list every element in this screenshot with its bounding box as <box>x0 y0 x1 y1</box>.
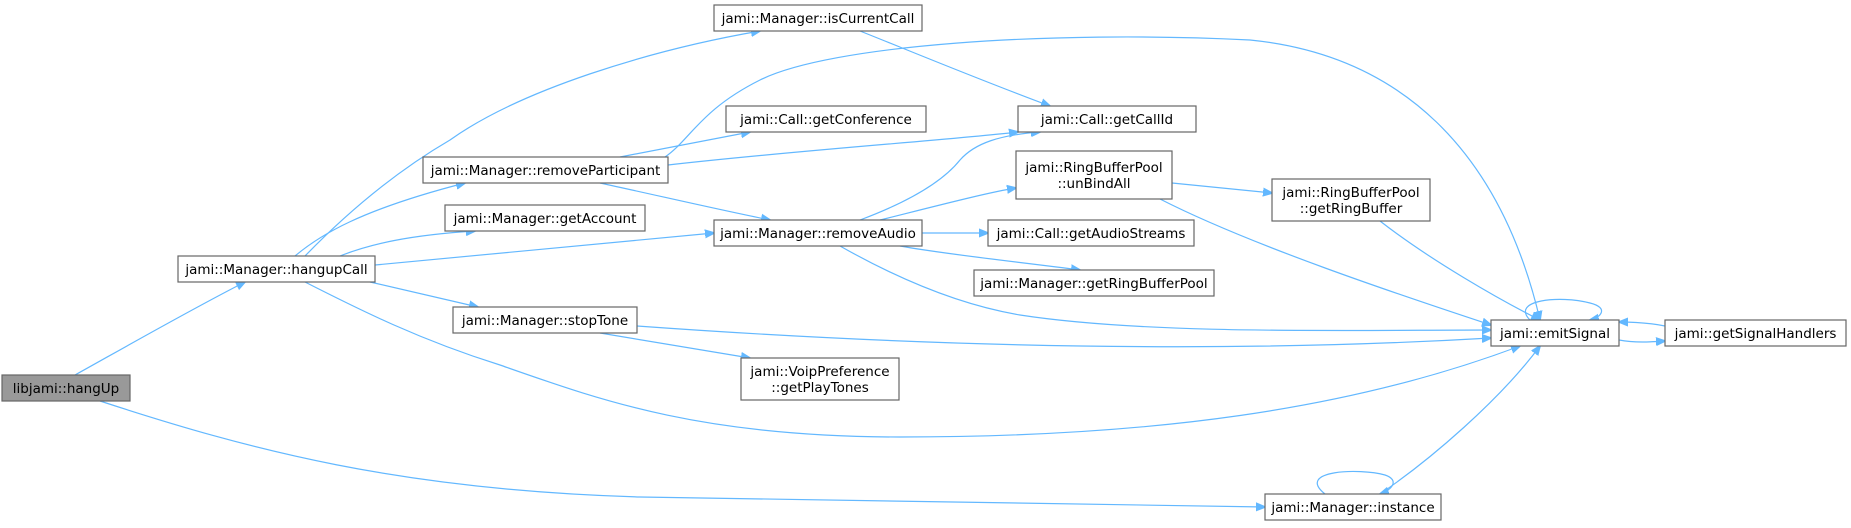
edge-removeParticipant-to-removeAudio <box>599 182 770 220</box>
edge-instance-to-instance <box>1316 470 1394 494</box>
node-stopTone[interactable]: jami::Manager::stopTone <box>452 306 638 334</box>
node-box <box>452 306 638 334</box>
edge-stopTone-to-emitSignal <box>636 325 1491 348</box>
node-label: ::unBindAll <box>1057 176 1130 192</box>
node-label: jami::VoipPreference <box>749 364 889 380</box>
call-nodes: libjami::hangUp jami::Manager::hangupCall… <box>1 4 1847 521</box>
node-label: jami::Call::getCallId <box>1040 112 1173 128</box>
edge-hangupCall-to-emitSignal <box>304 281 1520 438</box>
edge-hangupCall-to-removeAudio <box>374 233 714 266</box>
node-box <box>1017 105 1197 133</box>
edge-hangUp-to-hangupCall <box>74 282 245 376</box>
node-label: jami::Manager::removeParticipant <box>430 163 661 179</box>
node-box <box>1264 493 1442 521</box>
edge-getRingBuffer-to-emitSignal <box>1379 220 1540 320</box>
node-label: jami::Call::getAudioStreams <box>996 226 1186 242</box>
node-getAudioStreams[interactable]: jami::Call::getAudioStreams <box>987 219 1195 247</box>
node-label: jami::Manager::getRingBufferPool <box>979 276 1207 292</box>
edge-emitSignal-to-getSignalHandlers <box>1618 340 1665 342</box>
node-label: jami::Manager::instance <box>1270 500 1434 516</box>
node-label: jami::Call::getConference <box>739 112 912 128</box>
edge-stopTone-to-getPlayTones <box>599 332 750 358</box>
node-instance[interactable]: jami::Manager::instance <box>1264 493 1442 521</box>
node-getSignalHandlers[interactable]: jami::getSignalHandlers <box>1664 319 1847 347</box>
edge-removeAudio-to-getRingBufferPool <box>899 245 1080 270</box>
node-hangupCall[interactable]: jami::Manager::hangupCall <box>177 255 376 283</box>
node-isCurrentCall[interactable]: jami::Manager::isCurrentCall <box>713 4 923 32</box>
edge-removeParticipant-to-emitSignal <box>664 36 1540 320</box>
node-box <box>713 219 923 247</box>
node-label: jami::Manager::stopTone <box>461 313 628 329</box>
edge-hangupCall-to-getAccount <box>339 231 475 257</box>
node-removeAudio[interactable]: jami::Manager::removeAudio <box>713 219 923 247</box>
edge-removeParticipant-to-getConference <box>619 132 750 158</box>
node-box <box>740 357 900 401</box>
node-getRingBufferPool[interactable]: jami::Manager::getRingBufferPool <box>973 269 1215 297</box>
node-getPlayTones[interactable]: jami::VoipPreference::getPlayTones <box>740 357 900 401</box>
call-edges <box>74 30 1666 507</box>
node-getConference[interactable]: jami::Call::getConference <box>725 105 927 133</box>
edge-hangUp-to-instance <box>99 400 1265 507</box>
edge-removeParticipant-to-getCallId <box>667 132 1018 166</box>
node-label: jami::RingBufferPool <box>1024 160 1162 176</box>
node-box <box>1490 319 1620 347</box>
node-box <box>725 105 927 133</box>
node-label: jami::emitSignal <box>1499 326 1610 342</box>
edge-getSignalHandlers-to-emitSignal <box>1619 322 1666 326</box>
node-box <box>1664 319 1847 347</box>
node-box <box>713 4 923 32</box>
edge-instance-to-emitSignal <box>1379 346 1540 495</box>
node-unBindAll[interactable]: jami::RingBufferPool::unBindAll <box>1015 150 1173 200</box>
node-getAccount[interactable]: jami::Manager::getAccount <box>444 204 646 232</box>
node-hangUp[interactable]: libjami::hangUp <box>1 374 131 402</box>
node-removeParticipant[interactable]: jami::Manager::removeParticipant <box>422 156 669 184</box>
node-box <box>422 156 669 184</box>
node-label: jami::Manager::getAccount <box>453 211 637 227</box>
edge-hangupCall-to-isCurrentCall <box>304 31 760 257</box>
node-box <box>973 269 1215 297</box>
edge-unBindAll-to-getRingBuffer <box>1171 182 1272 193</box>
edge-removeAudio-to-unBindAll <box>879 188 1016 221</box>
node-label: jami::Manager::isCurrentCall <box>721 11 915 27</box>
node-box <box>987 219 1195 247</box>
edge-isCurrentCall-to-getCallId <box>859 30 1050 106</box>
node-label: jami::getSignalHandlers <box>1674 326 1837 342</box>
node-label: jami::RingBufferPool <box>1281 185 1419 201</box>
edge-removeAudio-to-getCallId <box>859 132 1040 221</box>
node-box <box>444 204 646 232</box>
edge-removeAudio-to-emitSignal <box>839 245 1491 331</box>
node-box <box>1015 150 1173 200</box>
node-box <box>1271 178 1431 222</box>
node-label: ::getRingBuffer <box>1300 201 1403 217</box>
edge-unBindAll-to-emitSignal <box>1159 198 1491 325</box>
edge-hangupCall-to-stopTone <box>369 281 478 307</box>
node-label: libjami::hangUp <box>13 381 120 397</box>
node-box <box>177 255 376 283</box>
node-label: ::getPlayTones <box>771 380 869 396</box>
edge-hangupCall-to-removeParticipant <box>294 183 465 257</box>
node-label: jami::Manager::removeAudio <box>719 226 916 242</box>
node-getRingBuffer[interactable]: jami::RingBufferPool::getRingBuffer <box>1271 178 1431 222</box>
node-getCallId[interactable]: jami::Call::getCallId <box>1017 105 1197 133</box>
edge-emitSignal-to-emitSignal <box>1524 298 1603 320</box>
node-label: jami::Manager::hangupCall <box>184 262 367 278</box>
node-box <box>1 374 131 402</box>
node-emitSignal[interactable]: jami::emitSignal <box>1490 319 1620 347</box>
